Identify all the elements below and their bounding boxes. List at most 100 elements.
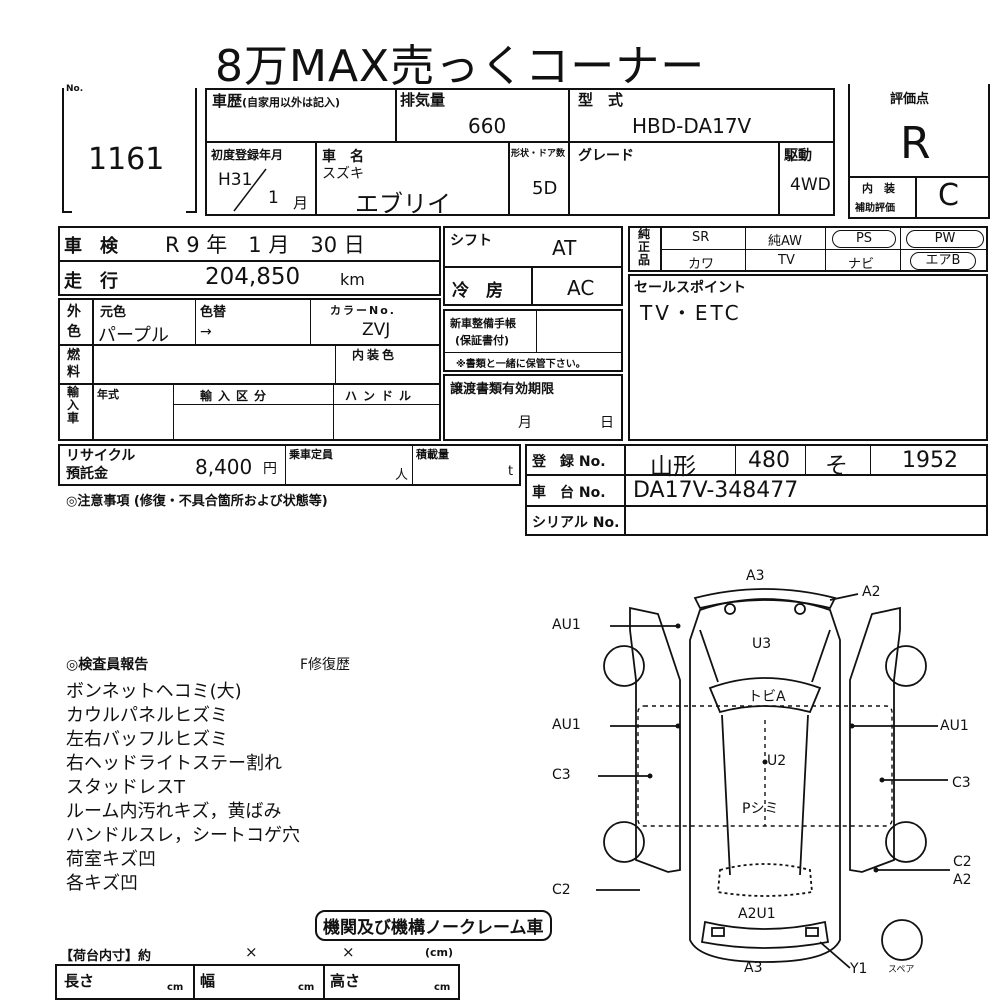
inspector-item: ハンドルスレ，シートコゲ穴 (66, 825, 300, 846)
registration-number: 1952 (902, 448, 958, 473)
chassis-value: DA17V-348477 (633, 478, 799, 503)
inspector-item: 右ヘッドライトステー割れ (66, 753, 282, 774)
diagram-label-p-shimi: Pシミ (742, 801, 779, 817)
maintenance-note: ※書類と一緒に保管下さい。 (456, 359, 586, 370)
registration-kana: そ (825, 453, 848, 479)
transfer-day: 日 (600, 415, 614, 431)
cargo-label: 【荷台内寸】約 (60, 949, 152, 964)
rear-bumper (700, 920, 830, 949)
transfer-label: 譲渡書類有効期限 (450, 382, 555, 397)
rating-label: 評価点 (890, 92, 930, 107)
sales-point-block (628, 274, 988, 441)
cargo-times-1: × (245, 943, 258, 961)
right-rear-wheel (885, 821, 927, 863)
ac-label: 冷 房 (452, 281, 503, 301)
import-handle-label: ハンドル (345, 389, 418, 403)
transfer-month: 月 (518, 415, 532, 431)
cargo-length-label: 長さ (64, 972, 95, 990)
first-reg-label: 初度登録年月 (211, 148, 284, 162)
inspector-item: ルーム内汚れキズ，黄ばみ (66, 801, 282, 822)
displacement-label: 排気量 (400, 91, 446, 109)
diagram-label-a2-top: A2 (862, 584, 881, 600)
orig-color-label: 元色 (100, 305, 127, 320)
inspector-item: 荷室キズ凹 (66, 849, 156, 870)
maintenance-label: 新車整備手帳 (450, 317, 516, 330)
diagram-label-c2-right: C2 (953, 854, 972, 870)
color-fuel-import-block (58, 298, 441, 441)
equipment-label: 純正品 (638, 227, 651, 267)
recycle-block (58, 444, 521, 486)
transfer-block (443, 374, 623, 441)
diagram-label-tobi: トビA (748, 689, 786, 705)
right-front-wheel (885, 645, 927, 687)
recycle-value: 8,400 (195, 455, 253, 479)
cargo-height-unit: cm (434, 982, 451, 993)
cargo-width-label: 幅 (200, 972, 216, 990)
diagram-label-u2: U2 (767, 753, 787, 769)
notes-header: ◎注意事項 (修復・不具合箇所および状態等) (66, 494, 328, 509)
registration-place: 山形 (650, 454, 696, 480)
maintenance-sub: (保証書付) (455, 334, 510, 347)
maintenance-block (443, 309, 623, 372)
rear-window (717, 863, 813, 897)
left-rear-wheel (603, 821, 645, 863)
interior-sub-label: 補助評価 (855, 203, 895, 214)
chassis-label: 車 台 No. (532, 485, 606, 501)
interior-color-label: 内装色 (352, 348, 398, 362)
mileage-value: 204,850 (205, 264, 301, 290)
inspector-header: ◎検査員報告 (66, 657, 149, 673)
cargo-dimensions-table (55, 964, 460, 1000)
rating-value: R (900, 118, 931, 169)
model-type-label: 型 式 (578, 91, 624, 109)
inspection-label: 車 検 (64, 236, 118, 257)
equip-tv: TV (778, 253, 795, 268)
cargo-length-unit: cm (167, 982, 184, 993)
import-year-label: 年式 (97, 388, 119, 401)
diagram-label-y1: Y1 (850, 961, 868, 977)
inspector-item: カウルパネルヒズミ (66, 705, 228, 726)
date-slash (233, 168, 267, 212)
diagram-label-spare: スペア (888, 965, 915, 975)
color-arrow: → (200, 324, 212, 340)
first-reg-month: 1 (268, 188, 279, 208)
car-damage-diagram (596, 588, 950, 969)
equip-alloy-wheel: 純AW (768, 234, 803, 249)
left-door-panel (629, 606, 681, 873)
capacity-label: 乗車定員 (289, 448, 333, 461)
diagram-label-a2-right: A2 (953, 872, 972, 888)
shift-value: AT (552, 236, 577, 260)
registration-label: 登 録 No. (532, 454, 606, 470)
header-info-block (205, 88, 835, 216)
displacement-value: 660 (468, 114, 507, 138)
cargo-width-unit: cm (298, 982, 315, 993)
import-category-label: 輸入区分 (200, 389, 273, 403)
inspection-value: R 9 年 1 月 30 日 (165, 233, 365, 257)
recycle-label-2: 預託金 (66, 466, 108, 482)
equip-navi: ナビ (848, 257, 875, 272)
import-label: 輸入車 (67, 385, 80, 425)
registration-class: 480 (748, 448, 790, 473)
load-unit: t (508, 464, 514, 479)
diagram-label-a2u1: A2U1 (738, 906, 776, 922)
left-front-wheel (603, 645, 645, 687)
shift-label: シフト (450, 233, 492, 249)
grade-label: グレード (578, 148, 634, 164)
diagram-label-c2-left: C2 (552, 882, 571, 898)
doors-value: 5D (532, 178, 558, 199)
equip-leather: カワ (688, 257, 715, 272)
equip-ps: PS (832, 230, 896, 248)
diagram-label-u3: U3 (752, 636, 772, 652)
inspector-item: 左右バッフルヒズミ (66, 729, 228, 750)
car-maker: スズキ (322, 166, 364, 182)
fuel-label: 燃料 (67, 348, 81, 380)
color-code-value: ZVJ (362, 320, 391, 340)
registration-block (525, 444, 988, 536)
drive-value: 4WD (790, 175, 831, 195)
diagram-label-a3-bottom: A3 (744, 960, 763, 976)
lot-number: 1161 (88, 142, 165, 177)
history-label: 車歴 (212, 92, 243, 110)
diagram-label-c3-left: C3 (552, 767, 571, 783)
mileage-unit: km (340, 270, 365, 289)
inspector-item: スタッドレスT (66, 777, 185, 798)
recycle-label-1: リサイクル (66, 448, 136, 464)
